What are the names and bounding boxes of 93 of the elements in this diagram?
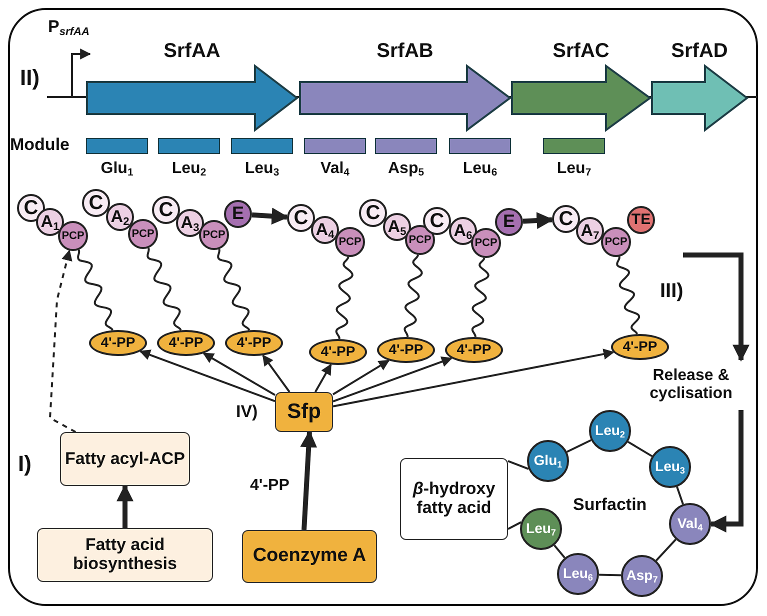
domain-circle: A$_{1}$	[36, 208, 64, 236]
wavy-linker	[217, 248, 250, 331]
wavy-linker	[146, 248, 182, 331]
promoter-label: P$_{srfAA}$	[48, 18, 90, 37]
gene-name: SrfAA	[162, 40, 222, 62]
arrow	[202, 352, 276, 396]
domain-circle: A$_{7}$	[576, 217, 604, 245]
arrow	[332, 356, 453, 402]
domain-circle: C	[359, 199, 387, 227]
cofactor-ellipse: 4'-PP	[157, 330, 215, 356]
connector-line	[598, 574, 622, 576]
module-label: Leu$_{7}$	[556, 160, 592, 178]
module-label: Val$_{4}$	[320, 160, 350, 178]
connector-line	[676, 486, 684, 505]
domain-circle: C	[287, 204, 315, 232]
gene-block	[299, 40, 511, 132]
arrow	[262, 354, 290, 393]
wavy-linker	[335, 256, 354, 340]
domain-circle: TE	[627, 206, 655, 234]
panel-label: III)	[660, 280, 684, 302]
module-label: Asp$_{5}$	[386, 160, 425, 178]
module-label: Leu$_{2}$	[170, 160, 208, 178]
module-label: Glu$_{1}$	[100, 160, 134, 178]
row-label: Module	[10, 136, 70, 155]
cofactor-ellipse: 4'-PP	[309, 339, 367, 365]
connector-line	[627, 440, 653, 458]
process-box: Fatty acyl-ACP	[60, 432, 190, 486]
compound-box: β-hydroxy fatty acid	[400, 458, 508, 540]
gene-block	[511, 40, 651, 132]
panel-label: II)	[20, 66, 40, 90]
gene-block	[86, 40, 298, 132]
gene-block	[651, 40, 748, 132]
domain-circle: A$_{2}$	[106, 203, 134, 231]
arrow	[314, 364, 332, 392]
domain-circle: PCP	[199, 220, 229, 250]
domain-circle: A$_{6}$	[449, 217, 477, 245]
residue-circle: Val$_{4}$	[669, 503, 711, 545]
domain-circle: PCP	[128, 219, 158, 249]
thick-arrow	[252, 208, 289, 225]
cofactor-ellipse: 4'-PP	[225, 330, 283, 356]
enzyme-box: Sfp	[275, 392, 333, 432]
domain-circle: PCP	[335, 227, 365, 257]
connector-line	[655, 538, 677, 562]
connector-line	[554, 544, 566, 558]
wavy-linker	[471, 258, 490, 338]
domain-circle: A$_{3}$	[176, 209, 204, 237]
thick-arrow	[300, 430, 318, 530]
cofactor-ellipse: 4'-PP	[377, 337, 435, 363]
connector-line	[508, 521, 522, 530]
step-text: Release & cyclisation	[636, 360, 746, 410]
cofactor-ellipse: 4'-PP	[611, 334, 669, 360]
thick-arrow	[522, 212, 554, 230]
domain-circle: A$_{5}$	[383, 213, 411, 241]
gene-name: SrfAC	[552, 40, 610, 62]
panel-label: I)	[18, 452, 32, 476]
connector-line	[508, 460, 529, 470]
residue-circle: Glu$_{1}$	[527, 440, 569, 482]
domain-circle: C	[152, 196, 180, 224]
module-label: Leu$_{3}$	[244, 160, 280, 178]
thick-arrow	[683, 252, 750, 362]
domain-circle: PCP	[601, 227, 631, 257]
residue-circle: Asp$_{7}$	[621, 555, 663, 597]
arrow	[332, 360, 390, 396]
gene-name: SrfAD	[670, 40, 729, 62]
domain-circle: E	[495, 208, 523, 236]
residue-circle: Leu$_{7}$	[520, 508, 562, 550]
residue-circle: Leu$_{2}$	[589, 410, 631, 452]
thick-arrow	[116, 484, 134, 528]
connector-line	[566, 439, 592, 453]
domain-circle: C	[552, 205, 580, 233]
wavy-linker	[616, 256, 640, 334]
wavy-linker	[77, 250, 114, 331]
domain-circle: C	[82, 189, 110, 217]
gene-name: SrfAB	[376, 40, 434, 62]
cofactor-ellipse: 4'-PP	[445, 337, 503, 363]
domain-circle: C	[423, 207, 451, 235]
compound-name: Surfactin	[573, 496, 647, 515]
domain-circle: E	[224, 200, 252, 228]
residue-circle: Leu$_{6}$	[557, 553, 599, 595]
wavy-linker	[404, 254, 423, 338]
residue-circle: Leu$_{3}$	[649, 446, 691, 488]
arrow	[332, 348, 614, 408]
domain-circle: PCP	[471, 228, 501, 258]
domain-circle: A$_{4}$	[311, 216, 339, 244]
module-label: Leu$_{6}$	[462, 160, 498, 178]
cofactor-ellipse: 4'-PP	[89, 330, 147, 356]
process-box: Fatty acid biosynthesis	[37, 528, 213, 582]
arrow	[139, 350, 276, 402]
panel-label: IV)	[236, 403, 258, 422]
compound-box: Coenzyme A	[242, 530, 377, 583]
thick-arrow	[709, 410, 744, 532]
domain-circle: PCP	[58, 221, 88, 251]
dashed-arrow	[48, 250, 76, 433]
